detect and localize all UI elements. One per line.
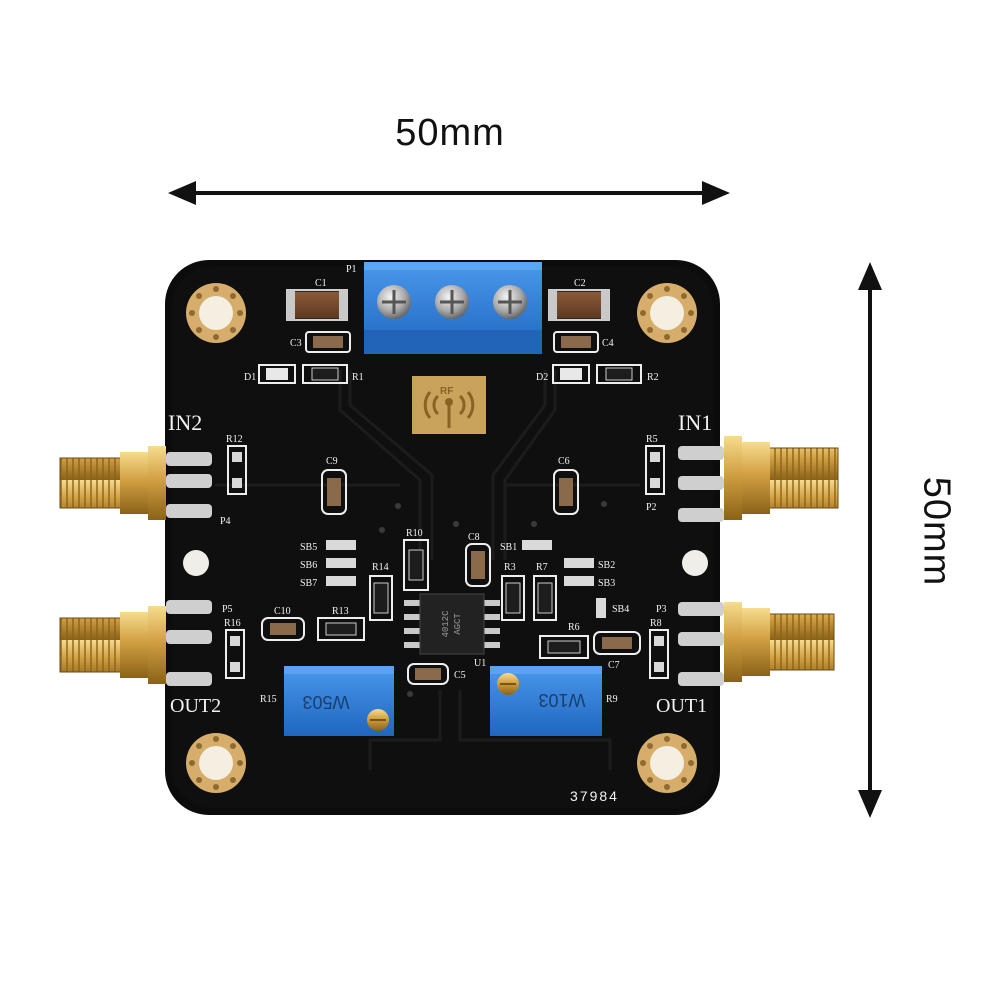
silk-u1: U1 bbox=[474, 658, 486, 669]
height-dimension-arrow bbox=[858, 262, 882, 818]
port-label-in1: IN1 bbox=[678, 410, 712, 435]
silk-c10: C10 bbox=[274, 606, 291, 617]
capacitor-c1 bbox=[286, 289, 348, 321]
silk-sb5: SB5 bbox=[300, 542, 317, 553]
diode-d2 bbox=[552, 364, 590, 384]
capacitor-c3 bbox=[305, 331, 351, 353]
silk-p2: P2 bbox=[646, 502, 657, 513]
solder-bridge-group-left bbox=[326, 540, 356, 586]
silk-c6: C6 bbox=[558, 456, 570, 467]
resistor-r7 bbox=[533, 575, 557, 621]
resistor-r14 bbox=[369, 575, 393, 621]
mounting-hole-top-right bbox=[637, 283, 697, 343]
potentiometer-r15: W503 bbox=[284, 666, 394, 736]
capacitor-c10 bbox=[261, 617, 305, 641]
silk-p5: P5 bbox=[222, 604, 233, 615]
sma-connector-in1 bbox=[678, 436, 839, 522]
resistor-r16 bbox=[225, 629, 245, 679]
sma-connector-out1 bbox=[678, 602, 835, 686]
ic-chip-u1: 4012C AGCT bbox=[404, 593, 500, 655]
silk-c7: C7 bbox=[608, 660, 620, 671]
silk-p4: P4 bbox=[220, 516, 231, 527]
capacitor-c4 bbox=[553, 331, 599, 353]
terminal-block-p1 bbox=[364, 262, 542, 354]
port-label-out2: OUT2 bbox=[170, 695, 221, 717]
silk-sb1: SB1 bbox=[500, 542, 517, 553]
silk-sb7: SB7 bbox=[300, 578, 317, 589]
terminal-screw-1 bbox=[377, 285, 411, 319]
sma-connector-in2 bbox=[59, 446, 212, 520]
silk-d1: D1 bbox=[244, 372, 256, 383]
rf-logo-text: RF bbox=[440, 386, 453, 397]
silk-p1: P1 bbox=[346, 264, 357, 275]
silk-r14: R14 bbox=[372, 562, 389, 573]
resistor-r3 bbox=[501, 575, 525, 621]
silk-c4: C4 bbox=[602, 338, 614, 349]
terminal-screw-3 bbox=[493, 285, 527, 319]
capacitor-c8 bbox=[465, 543, 491, 587]
port-label-out1: OUT1 bbox=[656, 695, 707, 717]
width-dimension-arrow bbox=[168, 181, 730, 205]
silk-p3: P3 bbox=[656, 604, 667, 615]
silk-r13: R13 bbox=[332, 606, 349, 617]
silk-sb6: SB6 bbox=[300, 560, 317, 571]
pot-right-marking: W103 bbox=[538, 690, 585, 710]
port-label-in2: IN2 bbox=[168, 410, 202, 435]
silk-r15: R15 bbox=[260, 694, 277, 705]
diode-d1 bbox=[258, 364, 296, 384]
silk-c9: C9 bbox=[326, 456, 338, 467]
silk-r16: R16 bbox=[224, 618, 241, 629]
capacitor-c6 bbox=[553, 469, 579, 515]
silk-r7: R7 bbox=[536, 562, 548, 573]
mounting-hole-bottom-right bbox=[637, 733, 697, 793]
silk-d2: D2 bbox=[536, 372, 548, 383]
silk-r5: R5 bbox=[646, 434, 658, 445]
chip-marking-line2: AGCT bbox=[453, 613, 463, 635]
silk-r2: R2 bbox=[647, 372, 659, 383]
resistor-r13 bbox=[317, 617, 365, 641]
silk-c2: C2 bbox=[574, 278, 586, 289]
silk-r6: R6 bbox=[568, 622, 580, 633]
silk-c3: C3 bbox=[290, 338, 302, 349]
resistor-r5 bbox=[645, 445, 665, 495]
resistor-r12 bbox=[227, 445, 247, 495]
side-hole-right bbox=[682, 550, 708, 576]
capacitor-c9 bbox=[321, 469, 347, 515]
chip-marking-line1: 4012C bbox=[441, 610, 451, 638]
resistor-r8 bbox=[649, 629, 669, 679]
potentiometer-r9: W103 bbox=[490, 666, 602, 736]
capacitor-c7 bbox=[593, 631, 641, 655]
resistor-r6 bbox=[539, 635, 589, 659]
silk-c1: C1 bbox=[315, 278, 327, 289]
pot-left-marking: W503 bbox=[302, 692, 349, 712]
serial-number: 37984 bbox=[570, 788, 619, 804]
silk-r10: R10 bbox=[406, 528, 423, 539]
silk-r12: R12 bbox=[226, 434, 243, 445]
silk-r8: R8 bbox=[650, 618, 662, 629]
mounting-hole-bottom-left bbox=[186, 733, 246, 793]
silk-r1: R1 bbox=[352, 372, 364, 383]
silk-sb3: SB3 bbox=[598, 578, 615, 589]
terminal-screw-2 bbox=[435, 285, 469, 319]
solder-bridge-group-right bbox=[522, 540, 606, 618]
silk-r3: R3 bbox=[504, 562, 516, 573]
vias bbox=[379, 501, 607, 697]
capacitor-c5 bbox=[407, 663, 449, 685]
side-hole-left bbox=[183, 550, 209, 576]
silk-c5: C5 bbox=[454, 670, 466, 681]
silk-sb2: SB2 bbox=[598, 560, 615, 571]
resistor-r10 bbox=[403, 539, 429, 591]
sma-connector-out2 bbox=[59, 600, 212, 686]
silk-r9: R9 bbox=[606, 694, 618, 705]
width-dimension-label: 50mm bbox=[395, 112, 505, 154]
silk-sb4: SB4 bbox=[612, 604, 629, 615]
capacitor-c2 bbox=[548, 289, 610, 321]
resistor-r2 bbox=[596, 364, 642, 384]
resistor-r1 bbox=[302, 364, 348, 384]
mounting-hole-top-left bbox=[186, 283, 246, 343]
silk-c8: C8 bbox=[468, 532, 480, 543]
rf-logo: RF bbox=[412, 376, 486, 434]
